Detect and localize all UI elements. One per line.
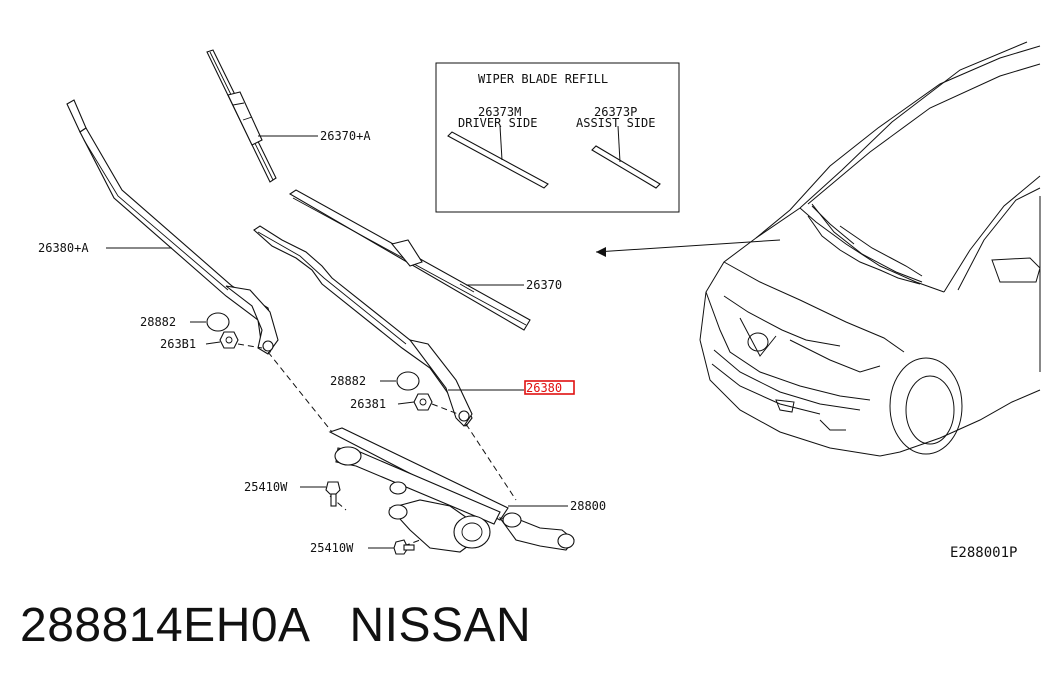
bolt-upper[interactable] bbox=[325, 481, 341, 507]
label-26380-highlight[interactable]: 26380 bbox=[526, 381, 562, 395]
label-263b1: 263B1 bbox=[160, 337, 196, 351]
pivot-cap-right[interactable] bbox=[396, 371, 420, 391]
diagram-code: E288001P bbox=[950, 545, 1017, 561]
wiper-arm-26380[interactable] bbox=[253, 225, 473, 427]
refill-driver-part: 26373M bbox=[478, 105, 521, 119]
bolt-lower[interactable] bbox=[393, 539, 415, 555]
label-26380-a: 26380+A bbox=[38, 241, 89, 255]
pivot-cap-left[interactable] bbox=[206, 312, 230, 332]
nut-left[interactable] bbox=[219, 331, 239, 349]
wiper-blade-26370[interactable] bbox=[288, 189, 531, 331]
refill-box bbox=[435, 62, 680, 213]
label-26381: 26381 bbox=[350, 397, 386, 411]
label-28882-left: 28882 bbox=[140, 315, 176, 329]
refill-strip-assist[interactable] bbox=[591, 145, 661, 189]
wiper-linkage-28800[interactable] bbox=[328, 427, 575, 553]
leader-26381 bbox=[397, 401, 415, 405]
caption-part-number: 288814EH0A bbox=[20, 599, 308, 652]
label-26370-a: 26370+A bbox=[320, 129, 371, 143]
highlight-box-26380 bbox=[524, 380, 575, 395]
wiper-blade-26370-a[interactable] bbox=[206, 49, 277, 183]
caption: 288814EH0A NISSAN bbox=[20, 598, 531, 653]
refill-title: WIPER BLADE REFILL bbox=[478, 72, 608, 86]
refill-strip-driver[interactable] bbox=[447, 131, 549, 189]
pointer-arrow bbox=[596, 247, 606, 257]
wiper-arm-26380-a[interactable] bbox=[66, 99, 279, 355]
label-28882-right: 28882 bbox=[330, 374, 366, 388]
label-26370: 26370 bbox=[526, 278, 562, 292]
label-28800: 28800 bbox=[570, 499, 606, 513]
leader-263b1 bbox=[205, 341, 221, 345]
label-25410w-lower: 25410W bbox=[310, 541, 354, 555]
caption-brand: NISSAN bbox=[349, 599, 532, 652]
refill-assist-label: ASSIST SIDE bbox=[576, 116, 655, 130]
vehicle-front-illustration bbox=[699, 41, 1041, 457]
label-25410w-upper: 25410W bbox=[244, 480, 288, 494]
refill-assist-part: 26373P bbox=[594, 105, 637, 119]
refill-driver-label: DRIVER SIDE bbox=[458, 116, 537, 130]
nut-right[interactable] bbox=[413, 393, 433, 411]
